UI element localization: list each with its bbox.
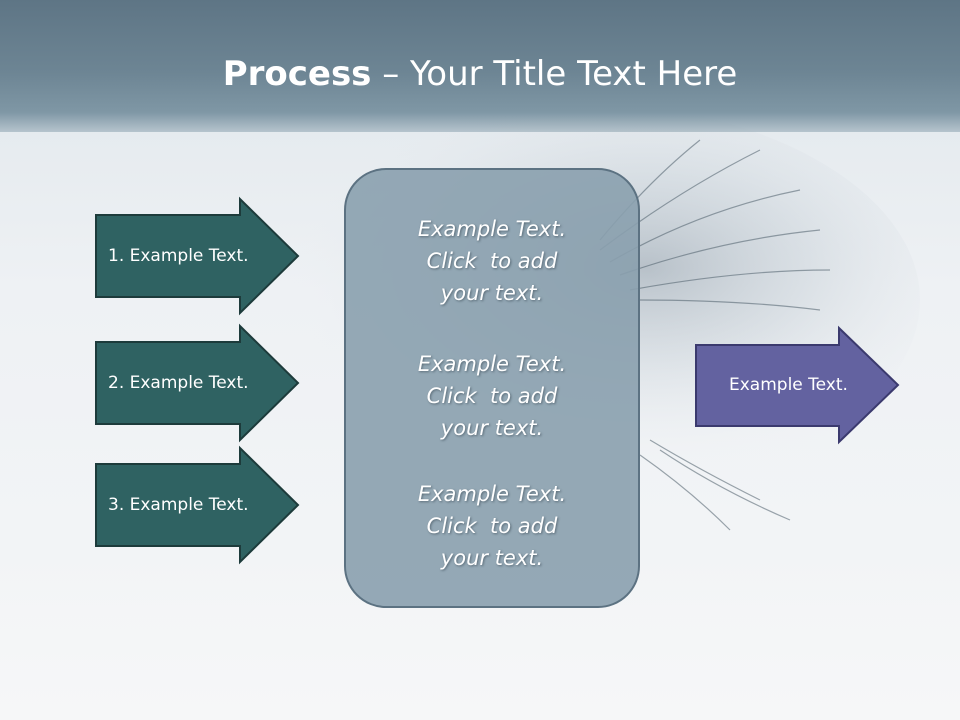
title-band bbox=[0, 0, 960, 132]
output-arrow[interactable]: Example Text. bbox=[695, 325, 900, 445]
step-arrow-3[interactable]: 3. Example Text. bbox=[95, 445, 300, 565]
output-label: Example Text. bbox=[729, 375, 848, 395]
center-line: your text. bbox=[440, 281, 544, 305]
center-line: your text. bbox=[440, 546, 544, 570]
center-paragraph-2: Example Text. Click to add your text. bbox=[344, 348, 640, 444]
center-line: Example Text. bbox=[417, 482, 567, 506]
center-line: Example Text. bbox=[417, 352, 567, 376]
center-line: your text. bbox=[440, 416, 544, 440]
center-paragraph-3: Example Text. Click to add your text. bbox=[344, 478, 640, 574]
center-line: Click to add bbox=[426, 249, 558, 273]
center-line: Example Text. bbox=[417, 217, 567, 241]
step-arrow-1[interactable]: 1. Example Text. bbox=[95, 196, 300, 316]
center-process-box[interactable] bbox=[344, 168, 640, 608]
step-label: 3. Example Text. bbox=[108, 495, 249, 515]
center-line: Click to add bbox=[426, 384, 558, 408]
slide-title: Process – Your Title Text Here bbox=[0, 52, 960, 96]
title-bold-part: Process bbox=[222, 54, 372, 94]
arrow-shape bbox=[95, 445, 300, 565]
arrow-shape bbox=[95, 323, 300, 443]
center-line: Click to add bbox=[426, 514, 558, 538]
step-arrow-2[interactable]: 2. Example Text. bbox=[95, 323, 300, 443]
step-label: 1. Example Text. bbox=[108, 246, 249, 266]
arrow-shape bbox=[695, 325, 900, 445]
step-label: 2. Example Text. bbox=[108, 373, 249, 393]
title-rest-part: – Your Title Text Here bbox=[371, 54, 738, 94]
center-paragraph-1: Example Text. Click to add your text. bbox=[344, 213, 640, 309]
arrow-shape bbox=[95, 196, 300, 316]
